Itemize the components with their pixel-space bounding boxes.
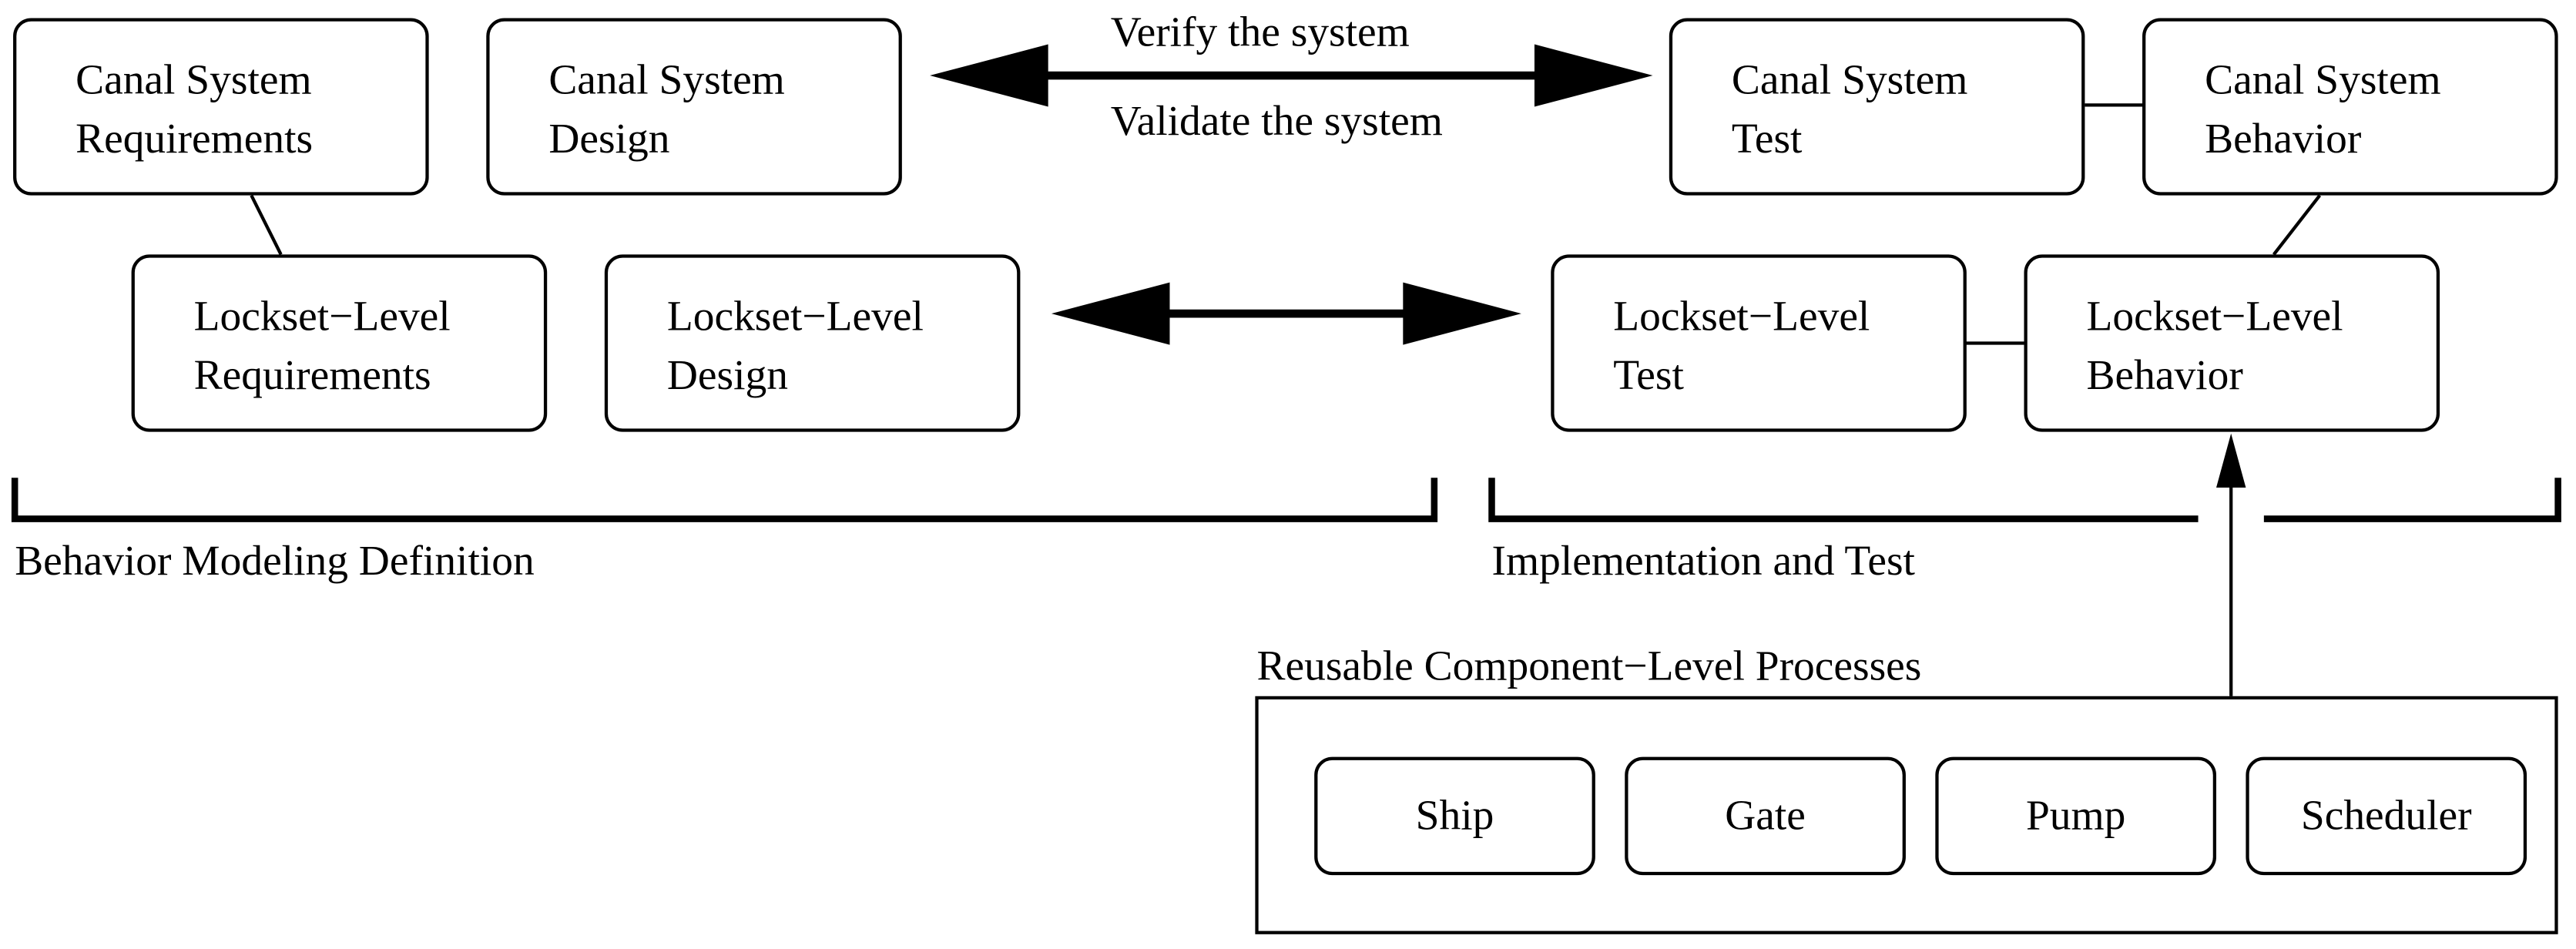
box-line-2: Test: [1613, 351, 1684, 399]
box-line-1: Lockset−Level: [2086, 292, 2343, 340]
lockset-level-test-box: Lockset−Level Test: [1551, 254, 1967, 432]
scheduler-component-box: Scheduler: [2246, 756, 2527, 876]
canal-system-requirements-box: Canal System Requirements: [13, 18, 429, 196]
component-to-behavior-arrow: [2216, 433, 2246, 696]
implementation-bracket-left: [1488, 478, 2199, 522]
connector-canal-behavior-to-lockset-behavior: [2272, 194, 2322, 256]
reusable-components-title: Reusable Component−Level Processes: [1256, 642, 1922, 690]
lockset-level-requirements-box: Lockset−Level Requirements: [131, 254, 548, 432]
behavior-modeling-bracket: [11, 478, 1438, 522]
connector-canal-req-to-lockset-req: [250, 194, 283, 256]
behavior-modeling-label: Behavior Modeling Definition: [15, 537, 535, 585]
box-line-2: Requirements: [193, 351, 431, 399]
canal-system-test-box: Canal System Test: [1669, 18, 2085, 196]
box-line-2: Design: [548, 115, 670, 163]
box-line-1: Canal System: [2205, 55, 2441, 104]
box-line-1: Canal System: [548, 55, 785, 104]
implementation-label: Implementation and Test: [1491, 537, 1915, 585]
reusable-components-container: [1255, 696, 2558, 934]
component-label: Pump: [2025, 791, 2126, 840]
box-line-1: Lockset−Level: [666, 292, 924, 340]
implementation-bracket-right: [2263, 478, 2561, 522]
gate-component-box: Gate: [1625, 756, 1906, 876]
box-line-2: Behavior: [2086, 351, 2243, 399]
canal-system-behavior-box: Canal System Behavior: [2142, 18, 2558, 196]
canal-system-design-box: Canal System Design: [486, 18, 902, 196]
lockset-double-arrow: [1051, 282, 1521, 345]
box-line-2: Design: [666, 351, 788, 399]
box-line-2: Behavior: [2205, 115, 2362, 163]
box-line-1: Canal System: [75, 55, 312, 104]
verify-label: Verify the system: [1110, 8, 1410, 56]
ship-component-box: Ship: [1314, 756, 1595, 876]
box-line-2: Test: [1731, 115, 1803, 163]
validate-label: Validate the system: [1110, 96, 1443, 145]
box-line-1: Lockset−Level: [1613, 292, 1870, 340]
box-line-1: Canal System: [1731, 55, 1968, 104]
component-label: Ship: [1415, 791, 1494, 840]
verify-validate-double-arrow: [930, 44, 1653, 107]
component-label: Gate: [1725, 791, 1806, 840]
component-label: Scheduler: [2300, 791, 2472, 840]
lockset-level-design-box: Lockset−Level Design: [604, 254, 1021, 432]
box-line-1: Lockset−Level: [193, 292, 451, 340]
box-line-2: Requirements: [75, 115, 314, 163]
pump-component-box: Pump: [1935, 756, 2217, 876]
lockset-level-behavior-box: Lockset−Level Behavior: [2024, 254, 2440, 432]
